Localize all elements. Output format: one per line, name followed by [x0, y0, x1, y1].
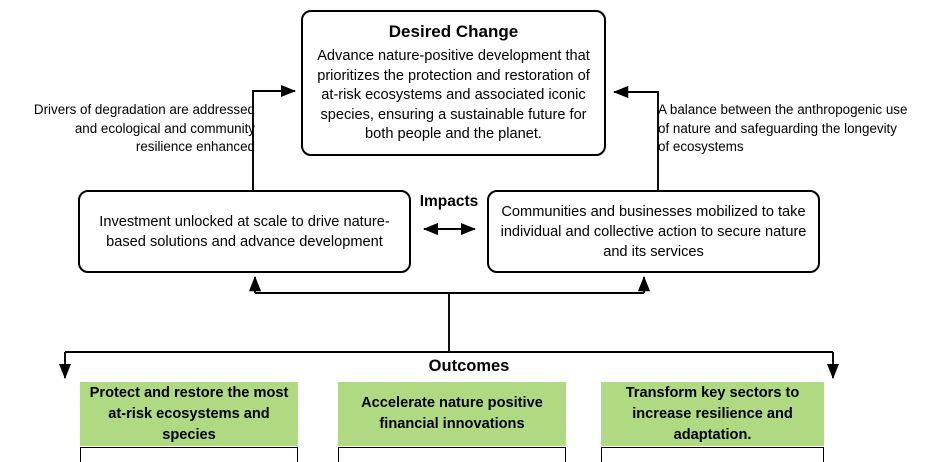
- outcome-box-transform-sectors: Transform key sectors to increase resili…: [601, 382, 824, 446]
- arrow-right-impact-to-desired: [613, 85, 659, 190]
- desired-change-box: Desired Change Advance nature-positive d…: [301, 10, 606, 156]
- outcome-detail-stub-2: [338, 447, 566, 462]
- outcome-detail-stub-1: [80, 447, 298, 462]
- outcome-box-financial-innovations: Accelerate nature positive financial inn…: [338, 382, 566, 446]
- impact-text-communities: Communities and businesses mobilized to …: [500, 203, 807, 260]
- impact-box-communities: Communities and businesses mobilized to …: [487, 190, 820, 273]
- arrow-left-impact-to-desired: [252, 84, 296, 190]
- note-right-balance: A balance between the anthropogenic use …: [658, 102, 908, 154]
- outcome-detail-stub-3: [601, 447, 824, 462]
- outcome-box-protect-restore: Protect and restore the most at-risk eco…: [80, 382, 298, 446]
- note-left-drivers: Drivers of degradation are addressed and…: [33, 102, 255, 154]
- impacts-label: Impacts: [419, 193, 479, 210]
- impact-box-investment: Investment unlocked at scale to drive na…: [78, 190, 411, 273]
- desired-change-heading: Desired Change: [388, 22, 519, 41]
- outcomes-label: Outcomes: [428, 357, 510, 375]
- desired-change-body: Advance nature-positive development that…: [317, 48, 590, 142]
- impact-text-investment: Investment unlocked at scale to drive na…: [99, 213, 390, 250]
